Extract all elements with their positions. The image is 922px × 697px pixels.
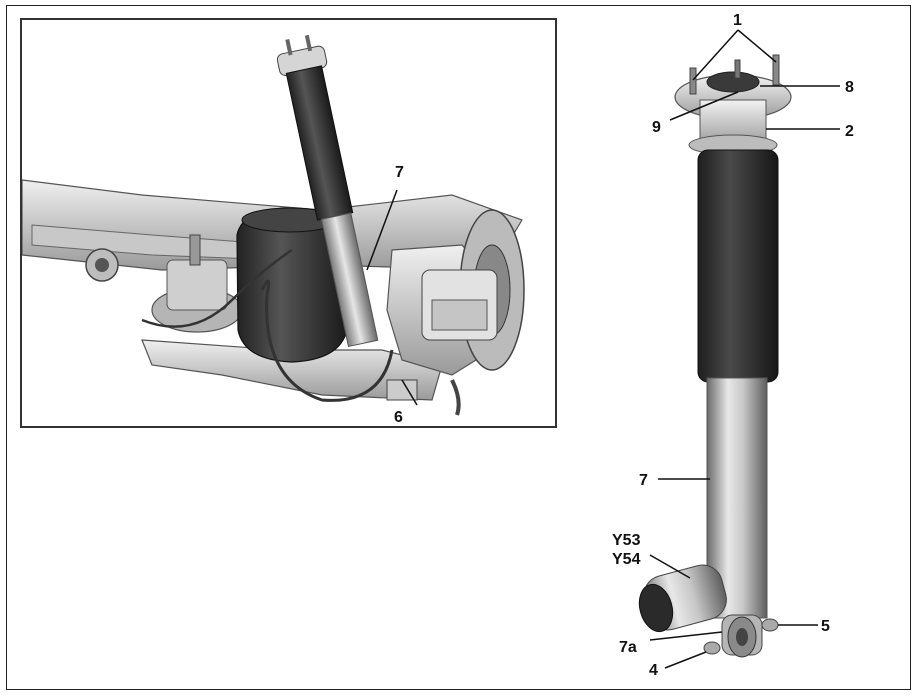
- figure-frame: [6, 5, 911, 690]
- inset-illustration: 7 6: [22, 34, 525, 426]
- callout-8: 8: [845, 79, 854, 96]
- strut-leaders: [649, 29, 840, 669]
- callout-5: 5: [821, 618, 830, 635]
- callout-inset-7: 7: [395, 164, 404, 181]
- lower-eye: [721, 614, 763, 658]
- air-line: [260, 279, 394, 402]
- callout-4: 4: [649, 662, 658, 679]
- nut-body: [761, 618, 779, 632]
- air-bellows: [697, 149, 779, 383]
- callout-y53: Y53: [612, 532, 641, 549]
- callout-2: 2: [845, 123, 854, 140]
- leader-inset-6: [401, 379, 418, 406]
- mount-studs: [689, 54, 780, 95]
- inset-damper: [276, 34, 379, 348]
- callout-7a: 7a: [619, 639, 637, 656]
- callout-9: 9: [652, 119, 661, 136]
- caliper-body: [431, 299, 488, 331]
- callout-inset-6: 6: [394, 409, 403, 426]
- callout-7: 7: [639, 472, 648, 489]
- seat-bolt: [189, 234, 201, 266]
- sensor-line: [141, 248, 293, 328]
- damping-valve: [638, 564, 727, 633]
- knuckle-arm: [450, 379, 461, 416]
- bolt-head: [703, 641, 721, 655]
- upper-mount: [674, 71, 792, 156]
- callout-1: 1: [733, 12, 742, 29]
- bushing-core: [95, 258, 109, 272]
- leader-inset-7: [366, 189, 398, 271]
- inset-detail-view: 7 6: [20, 18, 557, 428]
- callout-y54: Y54: [612, 551, 641, 568]
